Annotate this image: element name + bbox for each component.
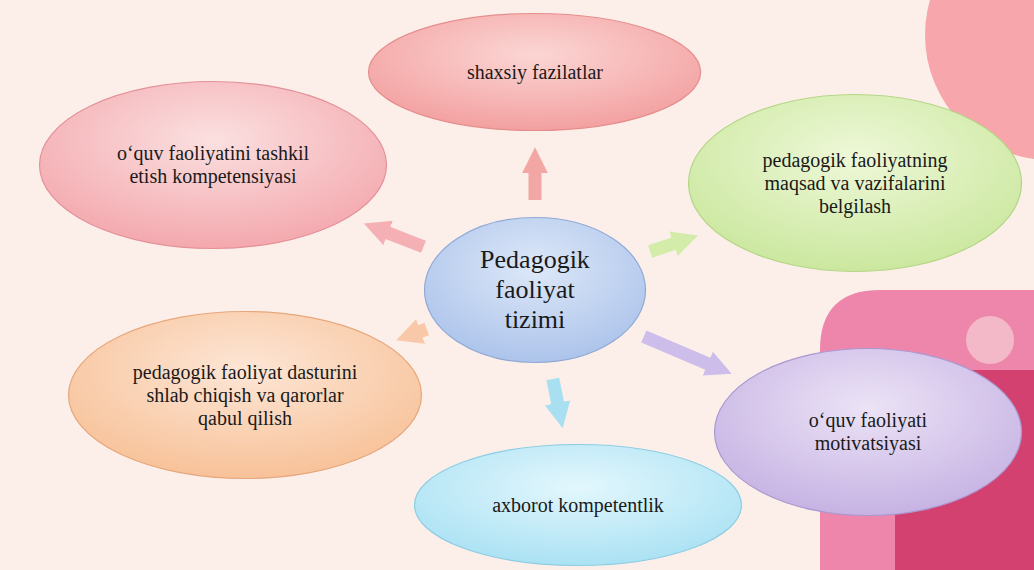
- node-text: o‘quv faoliyatini tashkil etish kompeten…: [108, 142, 318, 188]
- block-arrow: [644, 336, 713, 365]
- decor-dot: [966, 316, 1014, 364]
- topic-ellipse: pedagogik faoliyatning maqsad va vazifal…: [687, 93, 1023, 273]
- topic-ellipse: axborot kompetentlik: [413, 443, 743, 567]
- topic-ellipse: o‘quv faoliyati motivatsiyasi: [713, 347, 1023, 517]
- ellipse-fill: [715, 349, 1022, 516]
- ellipse-fill: [40, 82, 387, 249]
- node-text: o‘quv faoliyati motivatsiyasi: [768, 409, 968, 455]
- node-text: axborot kompetentlik: [478, 494, 678, 517]
- block-arrow: [650, 242, 678, 251]
- node-text: pedagogik faoliyatning maqsad va vazifal…: [755, 149, 955, 218]
- topic-ellipse: o‘quv faoliyatini tashkil etish kompeten…: [38, 80, 388, 250]
- ellipse-fill: [425, 218, 646, 363]
- ellipse-fill: [369, 14, 701, 131]
- block-arrow: [528, 168, 541, 200]
- node-text: pedagogik faoliyat dasturini shlab chiqi…: [130, 361, 360, 430]
- block-arrow: [383, 231, 423, 247]
- node-text: shaxsiy fazilatlar: [425, 61, 645, 84]
- ellipse-fill: [689, 95, 1022, 272]
- ellipse-fill: [69, 312, 422, 479]
- ellipse-fill: [415, 445, 742, 566]
- block-arrow: [553, 379, 559, 408]
- hub-ellipse: Pedagogik faoliyat tizimi: [423, 216, 647, 364]
- block-arrow: [416, 329, 427, 333]
- node-text: Pedagogik faoliyat tizimi: [465, 245, 605, 335]
- topic-ellipse: pedagogik faoliyat dasturini shlab chiqi…: [67, 310, 423, 480]
- topic-ellipse: shaxsiy fazilatlar: [367, 12, 702, 132]
